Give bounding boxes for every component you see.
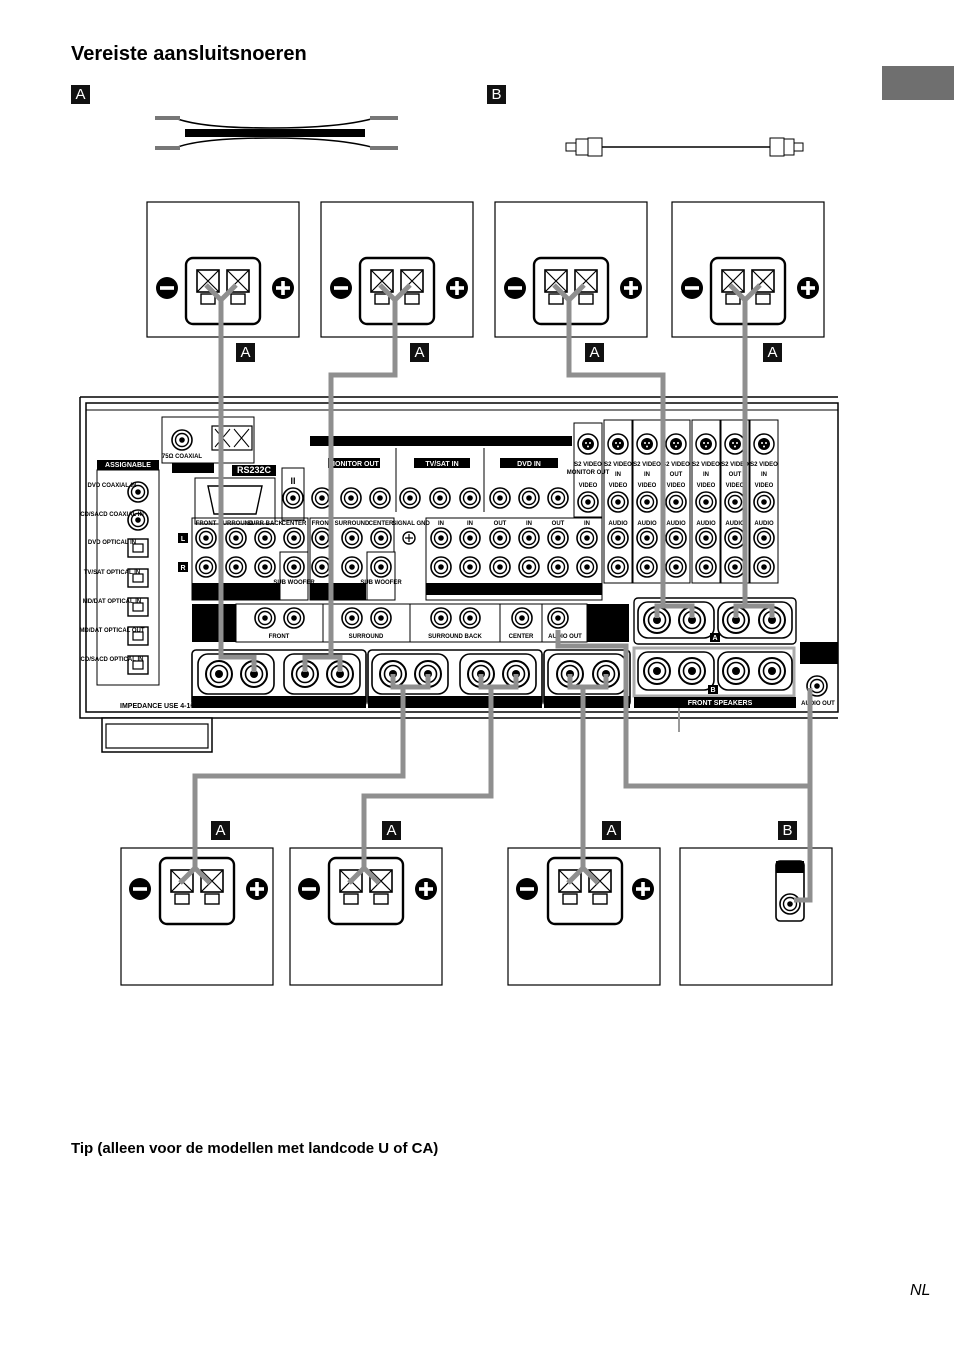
label-a-top-1: A	[236, 343, 255, 362]
cable-label-a: A	[71, 85, 90, 104]
section-tab	[882, 66, 954, 100]
impedance-label: IMPEDANCE USE 4-16Ω	[120, 703, 200, 710]
video-sub-5: VIDEO	[697, 483, 716, 489]
optical-label-5: MD/DAT OPTICAL IN	[83, 599, 141, 605]
s2-io-5: OUT	[729, 472, 742, 478]
channel-r-label: R	[180, 565, 185, 572]
spk-group-center: CENTER	[509, 634, 534, 640]
label-b-bottom: B	[778, 821, 797, 840]
front-spk-b-label: B	[710, 687, 715, 694]
roman-two-label: II	[290, 476, 295, 486]
s2-label-2: S2 VIDEO	[604, 462, 632, 468]
s2-label-5: S2 VIDEO	[692, 462, 720, 468]
preout2-center: CENTER	[369, 521, 394, 527]
spk-group-front: FRONT	[269, 634, 290, 640]
preout-center: CENTER	[282, 521, 307, 527]
preout-front: FRONT	[196, 521, 217, 527]
channel-l-label: L	[181, 536, 186, 543]
audio-io-1: IN	[438, 521, 444, 527]
optical-label-4: TV/SAT OPTICAL IN	[84, 570, 140, 576]
label-a-top-3: A	[585, 343, 604, 362]
video-sub-7: VIDEO	[755, 483, 774, 489]
label-a-bottom-2: A	[382, 821, 401, 840]
s2-label-6: S2 VIDEO	[721, 462, 749, 468]
signal-gnd-label: SIGNAL GND	[392, 521, 430, 527]
audio-io-2: IN	[467, 521, 473, 527]
label-a-top-4: A	[763, 343, 782, 362]
tip-heading: Tip (alleen voor de modellen met landcod…	[71, 1140, 439, 1157]
optical-label-7: CD/SACD OPTICAL IN	[81, 657, 144, 663]
front-spk-a-label: A	[712, 635, 717, 642]
preout2-surround: SURROUND	[335, 521, 370, 527]
s2-monitor-out: MONITOR OUT	[567, 470, 610, 476]
rs232c-label: RS232C	[237, 465, 272, 475]
coaxial-label: 75Ω COAXIAL	[162, 454, 202, 460]
video-sub-2: VIDEO	[609, 483, 628, 489]
speaker-cable-illustration	[155, 116, 398, 150]
sub-audio-out-label: AUDIO OUT	[801, 701, 835, 707]
label-a-top-2: A	[410, 343, 429, 362]
s2-io-4: IN	[703, 472, 709, 478]
s2-io-6: IN	[761, 472, 767, 478]
video-sub-6: VIDEO	[726, 483, 745, 489]
tv-sat-in-label: TV/SAT IN	[425, 461, 458, 468]
audio-label-3: AUDIO	[666, 521, 686, 527]
optical-label-1: DVD COAXIAL IN	[88, 483, 137, 489]
s2-label-4: S2 VIDEO	[662, 462, 690, 468]
subwoofer-box	[679, 847, 833, 986]
sub-woofer-label-1: SUB WOOFER	[273, 580, 315, 586]
label-a-bottom-1: A	[211, 821, 230, 840]
assignable-label: ASSIGNABLE	[105, 462, 151, 469]
audio-label-4: AUDIO	[696, 521, 716, 527]
s2-label-7: S2 VIDEO	[750, 462, 778, 468]
audio-label-2: AUDIO	[637, 521, 657, 527]
optical-label-3: DVD OPTICAL IN	[88, 540, 136, 546]
video-sub-3: VIDEO	[638, 483, 657, 489]
audio-cable-illustration	[565, 137, 804, 157]
spk-group-surround-back: SURROUND BACK	[428, 634, 482, 640]
optical-label-6: MD/DAT OPTICAL OUT	[79, 628, 144, 634]
audio-io-6: IN	[584, 521, 590, 527]
preout-surr-back: SURR BACK	[247, 521, 284, 527]
optical-label-2: CD/SACD COAXIAL IN	[80, 512, 144, 518]
s2-label-1: S2 VIDEO	[574, 462, 602, 468]
s2-io-2: IN	[644, 472, 650, 478]
audio-label-6: AUDIO	[754, 521, 774, 527]
sub-woofer-label-2: SUB WOOFER	[360, 580, 402, 586]
cable-label-b: B	[487, 85, 506, 104]
page-title: Vereiste aansluitsnoeren	[71, 43, 307, 65]
speaker-box-top-4	[671, 201, 825, 338]
audio-label-5: AUDIO	[725, 521, 745, 527]
receiver-panel: ASSIGNABLE DVD COAXIAL IN CD/SACD COAXIA…	[79, 396, 839, 753]
preout-surround: SURROUND	[219, 521, 254, 527]
video-sub-1: VIDEO	[579, 483, 598, 489]
audio-io-5: OUT	[552, 521, 565, 527]
audio-label-1: AUDIO	[608, 521, 628, 527]
audio-io-4: IN	[526, 521, 532, 527]
language-code: NL	[910, 1282, 931, 1299]
s2-io-1: IN	[615, 472, 621, 478]
dvd-in-label: DVD IN	[517, 461, 541, 468]
video-sub-4: VIDEO	[667, 483, 686, 489]
cable-routes	[178, 283, 813, 903]
preout2-front: FRONT	[312, 521, 333, 527]
label-a-bottom-3: A	[602, 821, 621, 840]
spk-group-surround: SURROUND	[349, 634, 384, 640]
monitor-out-label: MONITOR OUT	[329, 461, 379, 468]
s2-label-3: S2 VIDEO	[633, 462, 661, 468]
front-speakers-label: FRONT SPEAKERS	[688, 700, 753, 707]
s2-io-3: OUT	[670, 472, 683, 478]
audio-out-label: AUDIO OUT	[548, 634, 582, 640]
audio-io-3: OUT	[494, 521, 507, 527]
